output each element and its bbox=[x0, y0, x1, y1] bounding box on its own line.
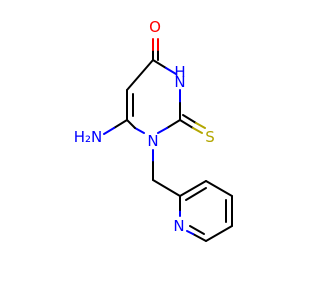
bond-py-inner-3 bbox=[189, 225, 205, 235]
bond-c6-nh2-blue bbox=[103, 127, 115, 135]
amine-label: H₂N bbox=[74, 128, 103, 146]
bond-c6-nh2 bbox=[113, 119, 128, 129]
bond-c2-s-double-yellow bbox=[195, 122, 206, 129]
bonds bbox=[103, 38, 233, 242]
bond-c2-s-yellow bbox=[192, 127, 203, 134]
bond-c2-n1-blue bbox=[157, 127, 168, 134]
ring-nh-hydrogen-label: H bbox=[174, 63, 185, 81]
bond-py-c6-n bbox=[192, 233, 207, 242]
pyridine-nitrogen-label: N bbox=[173, 217, 184, 235]
bond-c4-n3-blue bbox=[165, 67, 177, 75]
bond-c4-n3 bbox=[152, 59, 167, 69]
ring-nh-nitrogen-label: N bbox=[174, 73, 185, 91]
bond-n1-c6-blue bbox=[134, 127, 145, 134]
molecule-structure: O H N H₂N N S N bbox=[74, 18, 233, 242]
bond-py-c3-c4 bbox=[205, 180, 233, 197]
bond-py-inner-1 bbox=[185, 187, 207, 201]
bond-py-c5-c6 bbox=[205, 225, 233, 242]
bond-c2-n1 bbox=[166, 119, 181, 129]
atom-labels: O H N H₂N N S N bbox=[74, 18, 215, 235]
oxygen-label: O bbox=[149, 18, 161, 36]
ring-nitrogen-label: N bbox=[147, 132, 158, 150]
bond-c5-c4 bbox=[126, 59, 154, 91]
bond-ch2-pyridine bbox=[152, 179, 181, 197]
sulfur-label: S bbox=[205, 128, 215, 146]
bond-py-c6-n-blue bbox=[186, 230, 194, 235]
bond-c2-s-double bbox=[182, 114, 197, 124]
bond-py-c2-c3 bbox=[179, 180, 207, 197]
bond-n1-c6 bbox=[126, 119, 136, 129]
bond-c2-s bbox=[179, 119, 194, 129]
